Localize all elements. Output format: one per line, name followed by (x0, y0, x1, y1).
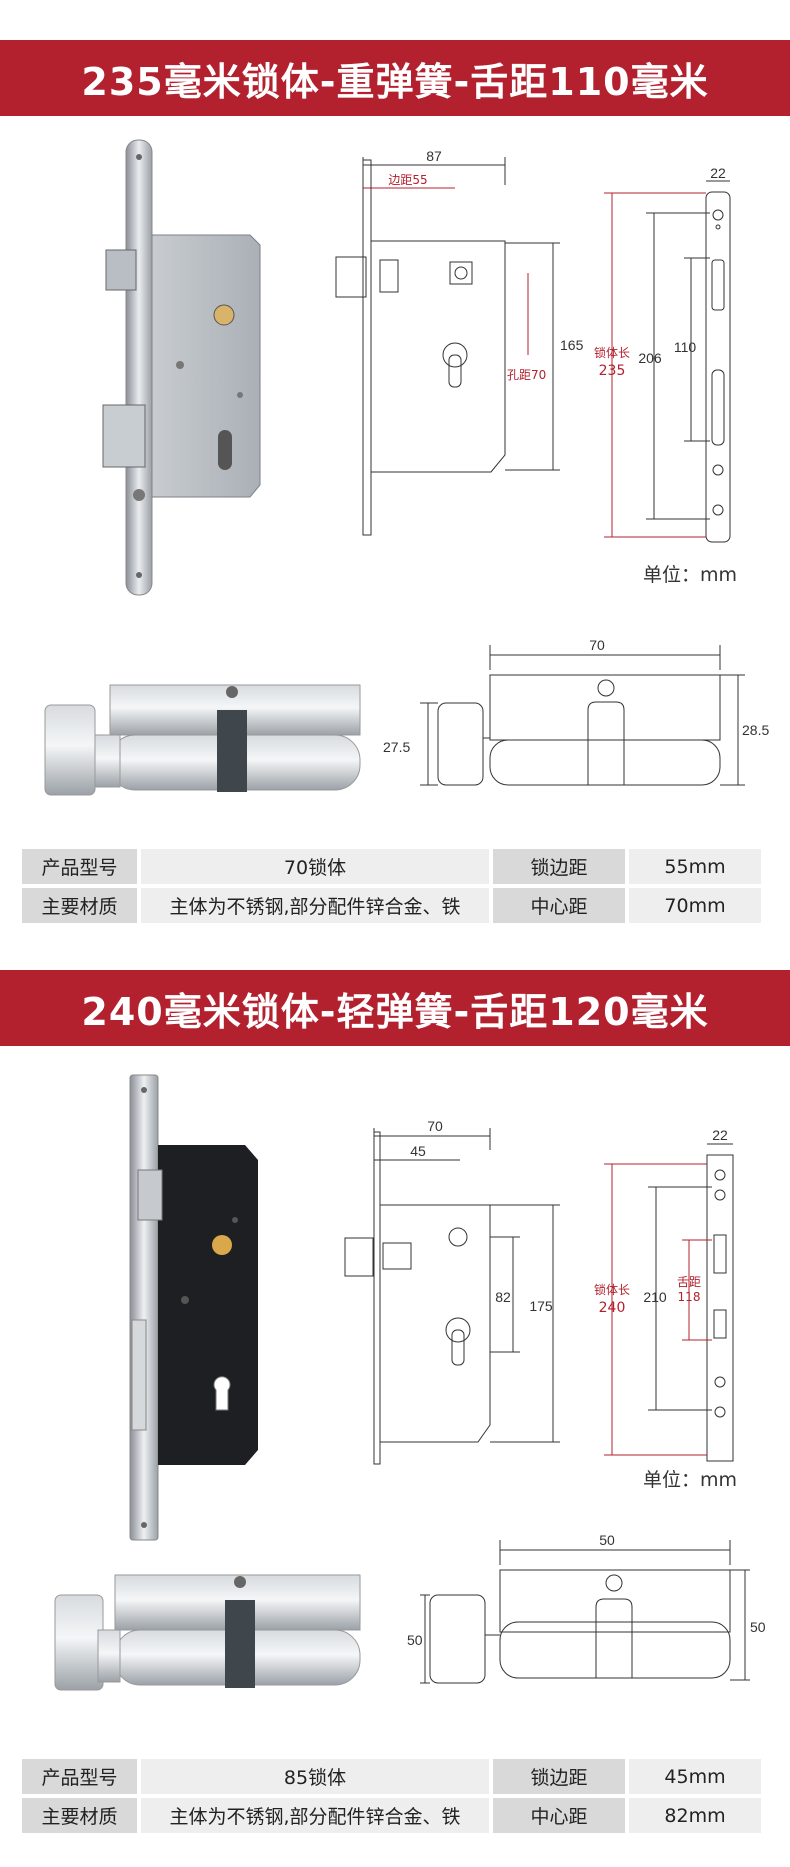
faceplate-22-label: 22 (710, 165, 726, 181)
unit-label-2: 单位：mm (643, 1469, 738, 1491)
tongue-label-2: 舌距 (677, 1275, 701, 1289)
section1-title-banner: 235毫米锁体-重弹簧-舌距110毫米 (0, 40, 790, 116)
hole-distance-label: 孔距70 (507, 368, 546, 382)
body-length-240: 240 (599, 1300, 626, 1316)
lock-body-drawing-1: 87 边距55 165 孔距70 22 锁体长 235 206 110 (335, 148, 731, 543)
height-82-label: 82 (495, 1289, 511, 1305)
material-label: 主要材质 (22, 888, 137, 923)
center-label: 中心距 (493, 888, 625, 923)
edge-value: 45mm (629, 1759, 761, 1794)
faceplate-22-label-2: 22 (712, 1127, 728, 1143)
section2-title: 240毫米锁体-轻弹簧-舌距120毫米 (81, 989, 709, 1034)
width-87-label: 87 (426, 148, 442, 164)
center-value: 70mm (629, 888, 761, 923)
height-165-label: 165 (560, 337, 584, 353)
cylinder-drawing-2: 50 50 50 (407, 1532, 766, 1684)
cylinder-left-50: 50 (407, 1632, 423, 1648)
center-label: 中心距 (493, 1798, 625, 1833)
material-value: 主体为不锈钢,部分配件锌合金、铁 (141, 888, 489, 923)
cylinder-photo-1 (44, 684, 361, 796)
table-row: 产品型号 70锁体 锁边距 55mm (22, 849, 761, 884)
tongue-110-label: 110 (674, 339, 697, 355)
material-value: 主体为不锈钢,部分配件锌合金、铁 (141, 1798, 489, 1833)
cylinder-length-50: 50 (599, 1532, 615, 1548)
table-row: 主要材质 主体为不锈钢,部分配件锌合金、铁 中心距 82mm (22, 1798, 761, 1833)
model-value: 70锁体 (141, 849, 489, 884)
edge-45-label: 45 (410, 1143, 426, 1159)
spec-table-2: 产品型号 85锁体 锁边距 45mm 主要材质 主体为不锈钢,部分配件锌合金、铁… (18, 1755, 765, 1837)
model-label: 产品型号 (22, 849, 137, 884)
model-value: 85锁体 (141, 1759, 489, 1794)
table-row: 主要材质 主体为不锈钢,部分配件锌合金、铁 中心距 70mm (22, 888, 761, 923)
edge-value: 55mm (629, 849, 761, 884)
cylinder-left-27-5: 27.5 (383, 739, 410, 755)
section2-title-banner: 240毫米锁体-轻弹簧-舌距120毫米 (0, 970, 790, 1046)
unit-label-1: 单位：mm (643, 564, 738, 586)
cylinder-drawing-1: 70 27.5 28.5 (383, 637, 769, 786)
lock-body-drawing-2: 70 45 82 175 22 锁体长 240 210 舌距 118 (344, 1120, 734, 1465)
cylinder-right-50: 50 (750, 1619, 766, 1635)
center-value: 82mm (629, 1798, 761, 1833)
lock-body-photo-2 (129, 1074, 258, 1541)
cylinder-right-28-5: 28.5 (742, 722, 769, 738)
faceplate-210-label: 210 (643, 1289, 667, 1305)
width-70-label: 70 (427, 1120, 443, 1134)
cylinder-length-70: 70 (589, 637, 605, 653)
edge-distance-label: 边距55 (388, 173, 427, 187)
body-length-label-2: 锁体长 (594, 1282, 630, 1297)
section1-title: 235毫米锁体-重弹簧-舌距110毫米 (81, 59, 709, 104)
cylinder-photo-2 (54, 1574, 361, 1691)
tongue-118: 118 (678, 1290, 701, 1304)
edge-label: 锁边距 (493, 1759, 625, 1794)
spec-table-1: 产品型号 70锁体 锁边距 55mm 主要材质 主体为不锈钢,部分配件锌合金、铁… (18, 845, 765, 927)
model-label: 产品型号 (22, 1759, 137, 1794)
lock-body-photo-1 (102, 139, 261, 596)
table-row: 产品型号 85锁体 锁边距 45mm (22, 1759, 761, 1794)
faceplate-206-label: 206 (638, 350, 662, 366)
height-175-label: 175 (529, 1298, 553, 1314)
material-label: 主要材质 (22, 1798, 137, 1833)
edge-label: 锁边距 (493, 849, 625, 884)
body-length-235: 235 (599, 363, 626, 379)
body-length-label: 锁体长 (594, 345, 630, 360)
